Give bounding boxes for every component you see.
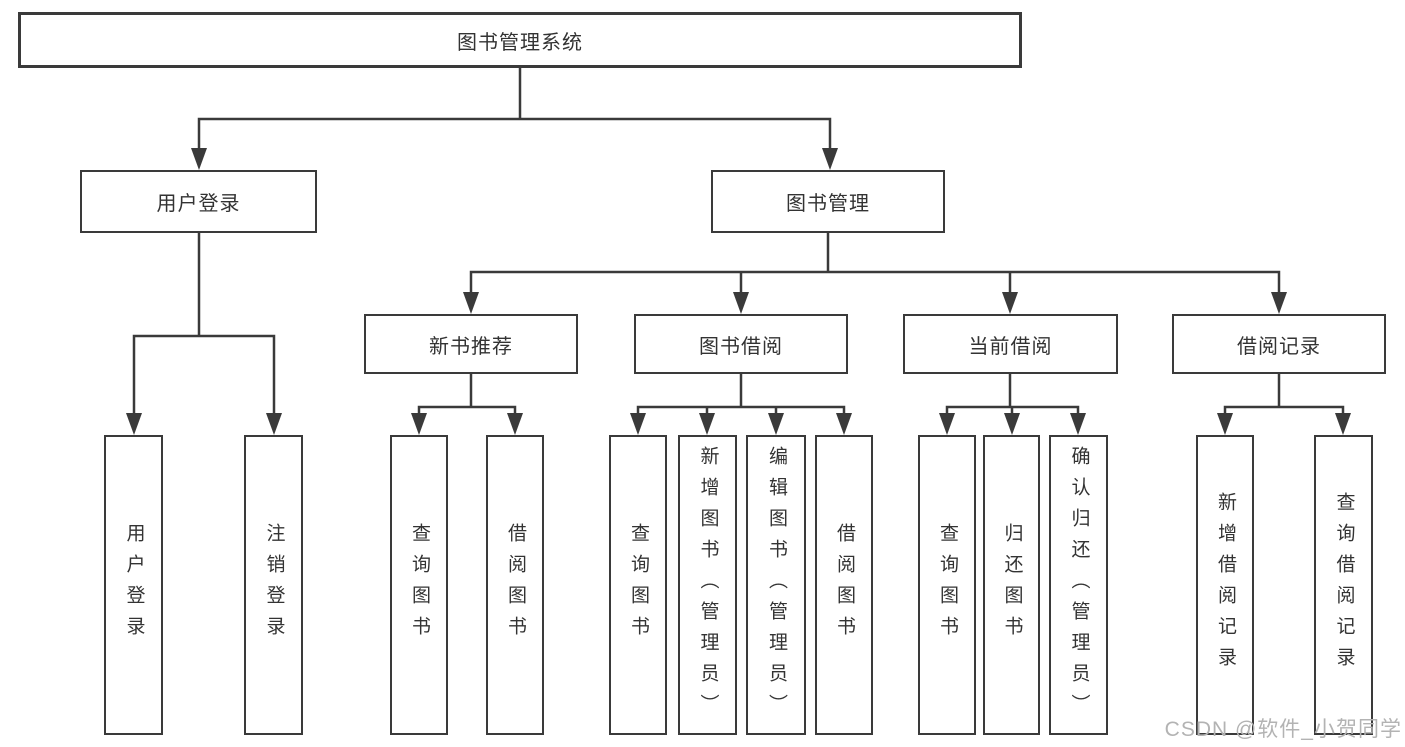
node-label: 注销登录	[263, 523, 285, 647]
csdn-watermark: CSDN @软件_小贺同学	[1164, 718, 1402, 741]
node-current-borrowing: 当前借阅	[903, 314, 1118, 374]
node-label: 用户登录	[156, 193, 241, 215]
leaf-records-query-record: 查询借阅记录	[1314, 435, 1373, 735]
leaf-records-add-record: 新增借阅记录	[1196, 435, 1254, 735]
node-label: 当前借阅	[968, 335, 1053, 358]
node-label: 归还图书	[1001, 523, 1023, 647]
node-label: 借阅图书	[833, 523, 855, 647]
node-user-login: 用户登录	[80, 170, 317, 233]
node-label: 查询图书	[408, 523, 430, 647]
leaf-current-confirm-return-admin: 确认归还（管理员）	[1049, 435, 1108, 735]
node-book-borrowing: 图书借阅	[634, 314, 848, 374]
node-book-management: 图书管理	[711, 170, 945, 233]
leaf-recommend-query-books: 查询图书	[390, 435, 448, 735]
node-label: 查询借阅记录	[1333, 492, 1355, 678]
node-label: 借阅记录	[1237, 335, 1321, 358]
node-label: 查询图书	[627, 523, 649, 647]
node-label: 新书推荐	[429, 335, 513, 358]
leaf-recommend-borrow-books: 借阅图书	[486, 435, 544, 735]
leaf-user-login: 用户登录	[104, 435, 163, 735]
leaf-borrowing-add-books-admin: 新增图书（管理员）	[678, 435, 737, 735]
node-label: 图书管理系统	[457, 31, 583, 54]
node-label: 编辑图书（管理员）	[765, 445, 787, 725]
leaf-borrowing-query-books: 查询图书	[609, 435, 667, 735]
leaf-current-query-books: 查询图书	[918, 435, 976, 735]
node-label: 图书借阅	[699, 335, 783, 358]
node-label: 借阅图书	[504, 523, 526, 647]
node-library-management-system: 图书管理系统	[18, 12, 1022, 68]
node-new-book-recommend: 新书推荐	[364, 314, 578, 374]
node-label: 用户登录	[123, 523, 145, 647]
node-borrowing-records: 借阅记录	[1172, 314, 1386, 374]
leaf-current-return-books: 归还图书	[983, 435, 1040, 735]
leaf-borrowing-borrow-books: 借阅图书	[815, 435, 873, 735]
node-label: 查询图书	[936, 523, 958, 647]
node-label: 新增图书（管理员）	[697, 445, 719, 725]
node-label: 图书管理	[786, 193, 870, 215]
leaf-borrowing-edit-books-admin: 编辑图书（管理员）	[746, 435, 806, 735]
node-label: 新增借阅记录	[1214, 492, 1236, 678]
node-label: 确认归还（管理员）	[1068, 445, 1090, 725]
leaf-logout: 注销登录	[244, 435, 303, 735]
